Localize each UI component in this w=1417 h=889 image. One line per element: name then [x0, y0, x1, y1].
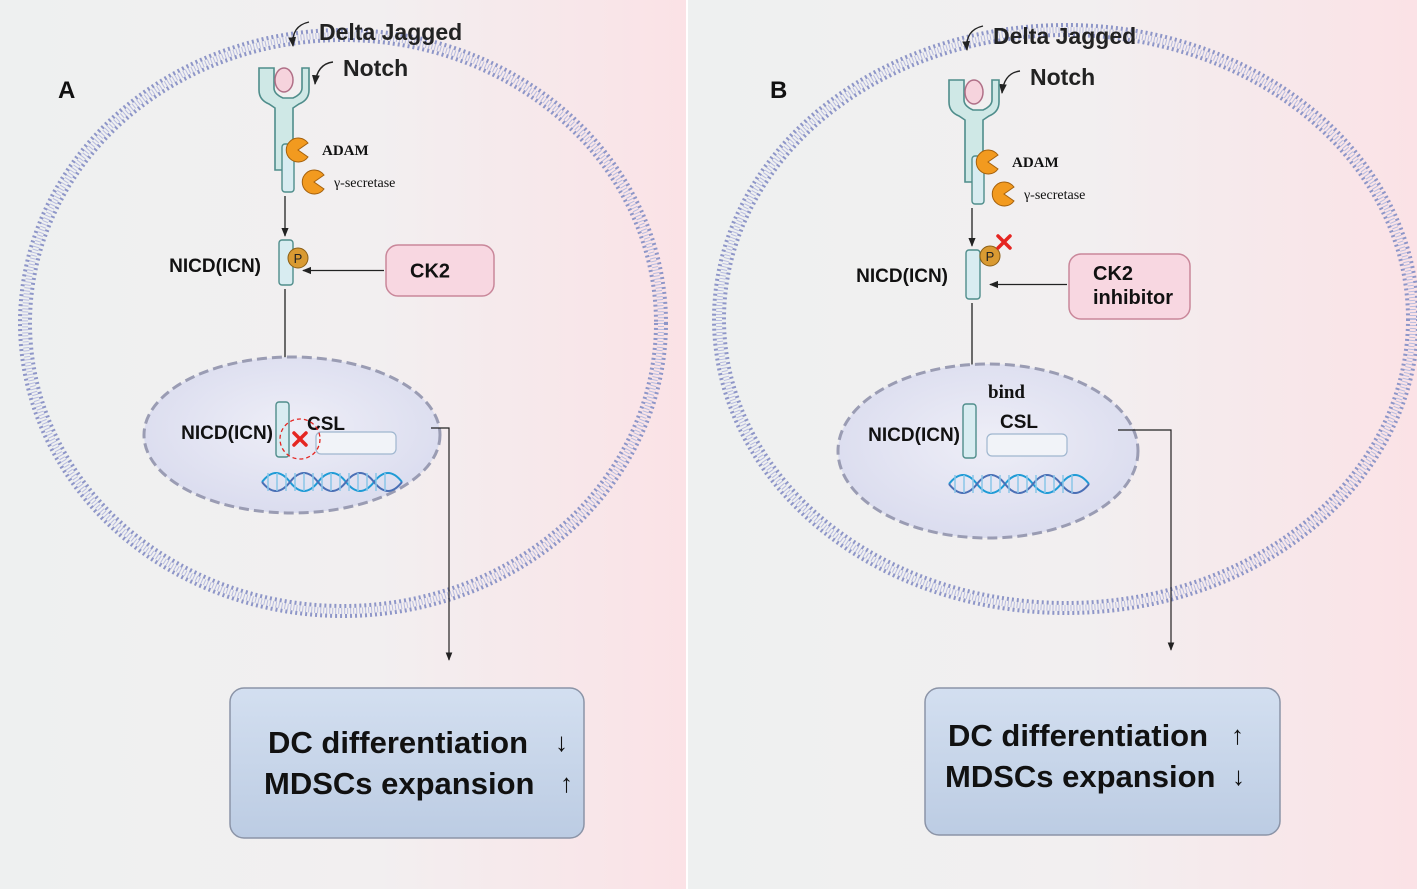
membrane-outer-heads	[712, 23, 1417, 615]
ligand-pointer-arrow	[288, 21, 310, 47]
outcome-line: MDSCs expansion	[264, 766, 534, 801]
receptor-label: Notch	[343, 55, 408, 81]
ligand-label: Delta Jagged	[319, 19, 462, 45]
nicd-nucleus-fragment	[962, 403, 977, 459]
binding-site-circle	[279, 418, 321, 460]
panel-divider	[686, 0, 688, 889]
adam-label: ADAM	[322, 143, 369, 159]
csl-protein	[315, 431, 397, 455]
membrane-tails	[716, 27, 1416, 611]
outcome-box	[924, 687, 1281, 836]
membrane-tails	[22, 32, 664, 614]
outcome-arrow-icon: ↓	[1232, 761, 1245, 791]
receptor-extracellular	[258, 67, 310, 171]
membrane-outer-heads	[18, 28, 668, 618]
receptor-pointer-arrow	[998, 70, 1021, 94]
phosphorylation-blocked-cross-icon	[996, 234, 1012, 250]
ligand-label: Delta Jagged	[993, 23, 1136, 49]
output-arrow	[431, 427, 453, 661]
ligand-delta-jagged	[274, 67, 294, 93]
membrane-inner-heads	[722, 33, 1410, 605]
panel-label: A	[58, 77, 75, 104]
kinase-box	[1068, 253, 1191, 320]
receptor-pointer-arrow	[311, 61, 334, 85]
phosphate-label: P	[294, 251, 303, 266]
outcome-box	[229, 687, 585, 839]
gamma-secretase-label: γ-secretase	[333, 176, 395, 191]
outcome-arrow-icon: ↑	[1231, 720, 1244, 750]
output-arrow	[1118, 429, 1175, 651]
bind-label: bind	[988, 382, 1025, 403]
csl-protein	[986, 433, 1068, 457]
gamma-secretase-enzyme-icon	[991, 181, 1015, 207]
phosphate-label: P	[986, 249, 995, 264]
outcome-arrow-icon: ↑	[560, 768, 573, 798]
gamma-secretase-enzyme-icon	[301, 169, 325, 195]
cell-membrane	[18, 28, 668, 618]
kinase-label-line: CK2	[410, 261, 450, 283]
membrane-inner-heads	[28, 38, 658, 608]
outcome-arrow-icon: ↓	[555, 727, 568, 757]
dna-helix-icon	[948, 474, 1090, 494]
gamma-secretase-label: γ-secretase	[1023, 188, 1085, 203]
dna-helix-icon	[261, 472, 403, 492]
panel-label: B	[770, 77, 787, 104]
nicd-cytoplasm-fragment	[965, 249, 981, 300]
kinase-box	[385, 244, 495, 297]
nicd-cytoplasm-label: NICD(ICN)	[169, 256, 261, 277]
nicd-cytoplasm-label: NICD(ICN)	[856, 266, 948, 287]
outcome-line: DC differentiation	[948, 718, 1208, 753]
binding-blocked-cross-icon	[292, 431, 308, 447]
csl-label: CSL	[1000, 412, 1038, 433]
receptor-extracellular	[948, 79, 1000, 183]
outcome-line: MDSCs expansion	[945, 759, 1215, 794]
adam-enzyme-icon	[285, 137, 309, 163]
phosphate-icon	[287, 247, 309, 269]
receptor-label: Notch	[1030, 64, 1095, 90]
ligand-delta-jagged	[964, 79, 984, 105]
csl-label: CSL	[307, 414, 345, 435]
outcome-line: DC differentiation	[268, 725, 528, 760]
adam-enzyme-icon	[975, 149, 999, 175]
kinase-label-line: inhibitor	[1093, 287, 1173, 309]
kinase-label-line: CK2	[1093, 263, 1133, 285]
adam-label: ADAM	[1012, 155, 1059, 171]
nicd-nucleus-label: NICD(ICN)	[868, 425, 960, 446]
phosphate-icon	[979, 245, 1001, 267]
cell-membrane	[712, 23, 1417, 615]
ligand-pointer-arrow	[962, 25, 984, 51]
nicd-nucleus-label: NICD(ICN)	[181, 423, 273, 444]
